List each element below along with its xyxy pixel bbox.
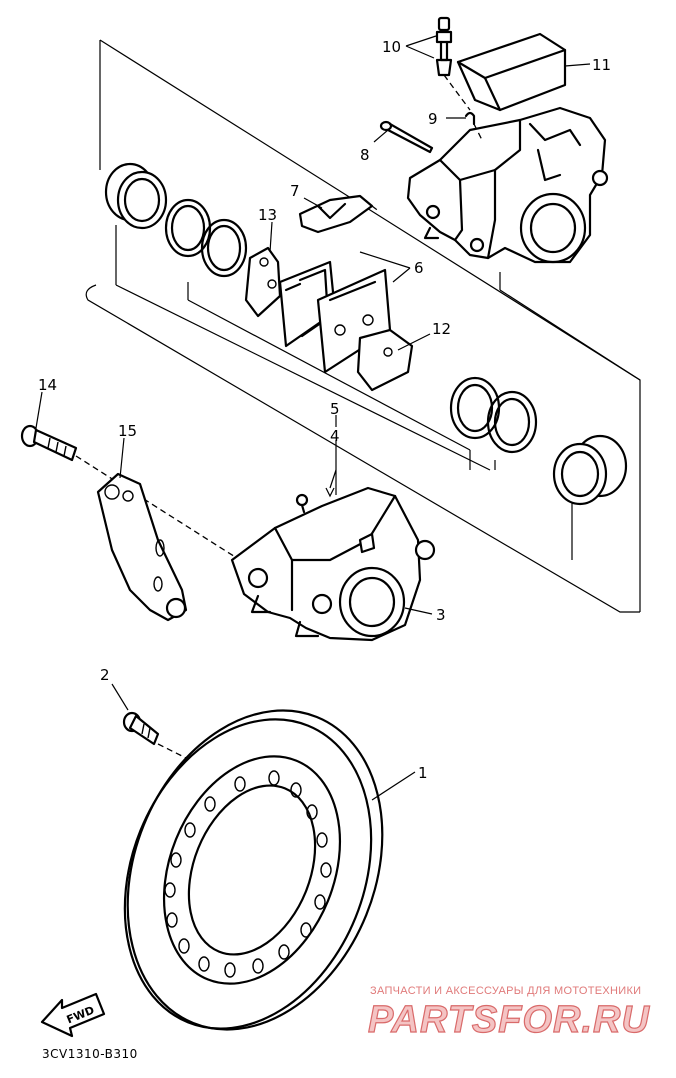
rear-caliper-upper — [406, 106, 609, 264]
callout-9: 9 — [428, 110, 438, 128]
dust-seal-right — [486, 390, 538, 454]
watermark: ЗАПЧАСТИ И АКСЕССУАРЫ ДЛЯ МОТОТЕХНИКИ PA… — [367, 985, 650, 1042]
drawing-code: 3CV1310-B310 — [42, 1047, 138, 1061]
piston-seal-left — [164, 198, 212, 258]
pad-spring — [298, 194, 381, 234]
caliper-bracket — [96, 472, 188, 622]
pin-clip — [464, 111, 483, 141]
watermark-logo: PARTSFOR.RU — [368, 999, 650, 1041]
brake-disc — [123, 709, 384, 1031]
callout-12: 12 — [432, 320, 451, 338]
callout-10: 10 — [382, 38, 401, 56]
piston-left — [104, 162, 168, 230]
pad-pin — [379, 120, 434, 154]
mounting-bolt — [20, 424, 241, 561]
callout-5: 5 — [330, 400, 340, 418]
disc-holes — [164, 770, 332, 978]
forward-direction-arrow: FWD — [40, 992, 106, 1038]
callout-7: 7 — [290, 182, 300, 200]
disc-bolt — [122, 711, 221, 776]
callout-11: 11 — [592, 56, 611, 74]
callout-4: 4 — [330, 427, 340, 445]
callout-2: 2 — [100, 666, 110, 684]
watermark-tagline: ЗАПЧАСТИ И АКСЕССУАРЫ ДЛЯ МОТОТЕХНИКИ — [370, 985, 641, 997]
caliper-cover — [456, 32, 567, 112]
piston-right — [552, 434, 628, 506]
callout-1: 1 — [418, 764, 428, 782]
callout-13: 13 — [258, 206, 277, 224]
callout-6: 6 — [414, 259, 424, 277]
callout-3: 3 — [436, 606, 446, 624]
callout-8: 8 — [360, 146, 370, 164]
rear-caliper-assembly — [230, 486, 436, 642]
shim-left — [244, 246, 282, 318]
brake-pad-1 — [278, 260, 337, 348]
callout-labels: 1 2 3 4 5 6 7 8 9 10 11 12 13 14 15 — [38, 38, 611, 782]
callout-15: 15 — [118, 422, 137, 440]
callout-14: 14 — [38, 376, 57, 394]
exploded-group-frame — [85, 39, 641, 613]
callout-leaders — [35, 35, 591, 801]
bleed-screw — [435, 16, 471, 111]
shim-right — [356, 328, 414, 392]
dust-seal-left — [200, 218, 248, 278]
